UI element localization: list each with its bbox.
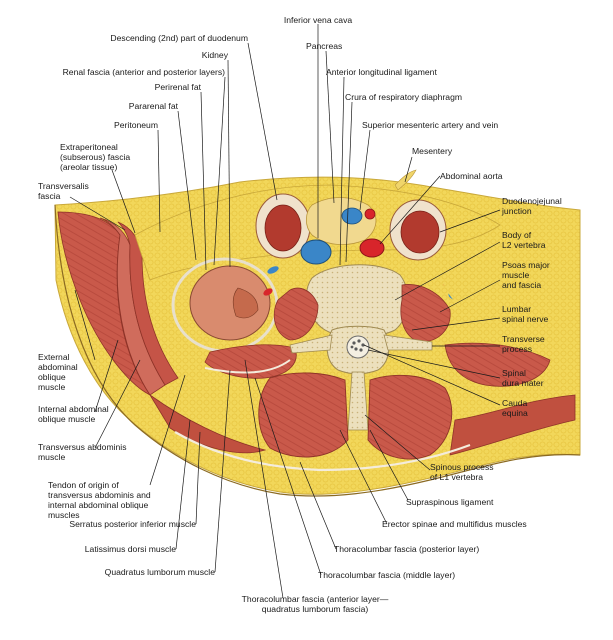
quadratus-lumborum-left [204, 344, 297, 379]
label-descending-duodenum: Descending (2nd) part of duodenum [110, 33, 248, 43]
duodenojejunal-lumen [400, 210, 440, 254]
label-duodenojejunal-junction: Duodenojejunal junction [502, 196, 562, 216]
transverse-process-left [289, 334, 333, 354]
label-mesentery: Mesentery [412, 146, 453, 156]
label-superior-mesenteric: Superior mesenteric artery and vein [362, 120, 499, 130]
kidney-hilum [232, 287, 259, 319]
label-erector-spinae: Erector spinae and multifidus muscles [382, 519, 527, 529]
leader-lines [69, 24, 501, 599]
quadratus-lumborum-right [444, 342, 551, 387]
label-pararenal-fat: Pararenal fat [128, 101, 178, 111]
psoas-major-muscle [400, 284, 451, 343]
label-transversalis-fascia: Transversalis fascia [38, 181, 89, 201]
label-lumbar-spinal-nerve: Lumbar spinal nerve [502, 304, 549, 324]
right-pararenal-fat [440, 263, 578, 350]
label-anterior-longitudinal-ligament: Anterior longitudinal ligament [326, 67, 437, 77]
psoas-left [273, 287, 319, 341]
inferior-vena-cava [300, 239, 332, 265]
label-crura: Crura of respiratory diaphragm [345, 92, 463, 102]
label-spinal-dura-mater: Spinal dura mater [502, 368, 544, 388]
superior-mesenteric-vein [341, 207, 363, 225]
label-external-oblique: External abdominal oblique muscle [38, 352, 78, 392]
label-transverse-process: Transverse process [502, 334, 545, 354]
label-internal-oblique: Internal abdominal oblique muscle [38, 404, 109, 424]
renal-vein [267, 266, 279, 274]
transverse-process-right [383, 334, 433, 351]
abdominal-aorta [359, 238, 385, 258]
thoracolumbar-fascia-middle [204, 359, 291, 374]
label-peritoneum: Peritoneum [114, 120, 158, 130]
label-supraspinous-ligament: Supraspinous ligament [406, 497, 494, 507]
label-spinous-process: Spinous process of L1 vertebra [430, 462, 494, 482]
label-tendon-origin: Tendon of origin of transversus abdomini… [48, 480, 151, 520]
kidney [189, 265, 271, 341]
erector-spinae-right [367, 374, 453, 460]
label-perirenal-fat: Perirenal fat [154, 82, 201, 92]
label-inferior-vena-cava: Inferior vena cava [283, 15, 353, 25]
duodenum-left-lumen [264, 204, 302, 252]
label-transversus-abdominis: Transversus abdominis muscle [38, 442, 127, 462]
label-tlf-posterior: Thoracolumbar fascia (posterior layer) [334, 544, 480, 554]
cauda-equina [350, 339, 365, 352]
label-kidney: Kidney [201, 50, 228, 60]
label-tlf-middle: Thoracolumbar fascia (middle layer) [318, 570, 456, 580]
label-quadratus-lumborum: Quadratus lumborum muscle [104, 567, 215, 577]
label-serratus-posterior: Serratus posterior inferior muscle [69, 519, 196, 529]
label-renal-fascia: Renal fascia (anterior and posterior lay… [62, 67, 225, 77]
label-latissimus-dorsi: Latissimus dorsi muscle [84, 544, 176, 554]
latissimus-dorsi-right [449, 394, 576, 456]
spinous-process-l1 [347, 371, 369, 431]
thoracolumbar-fascia-posterior [174, 431, 471, 472]
label-pancreas: Pancreas [306, 41, 343, 51]
label-psoas-major: Psoas major muscle and fascia [502, 260, 550, 290]
label-extraperitoneal-fascia: Extraperitoneal (subserous) fascia (areo… [60, 142, 131, 172]
label-cauda-equina: Cauda equina [502, 398, 528, 418]
skin-line [54, 204, 581, 497]
label-body-l2: Body of L2 vertebra [502, 230, 546, 250]
renal-artery [263, 288, 273, 296]
superior-mesenteric-artery [364, 208, 376, 220]
spinal-dura-mater [346, 335, 370, 359]
label-abdominal-aorta: Abdominal aorta [440, 171, 503, 181]
erector-spinae-left [258, 372, 349, 458]
label-tlf-anterior: Thoracolumbar fascia (anterior layer— qu… [241, 594, 389, 614]
